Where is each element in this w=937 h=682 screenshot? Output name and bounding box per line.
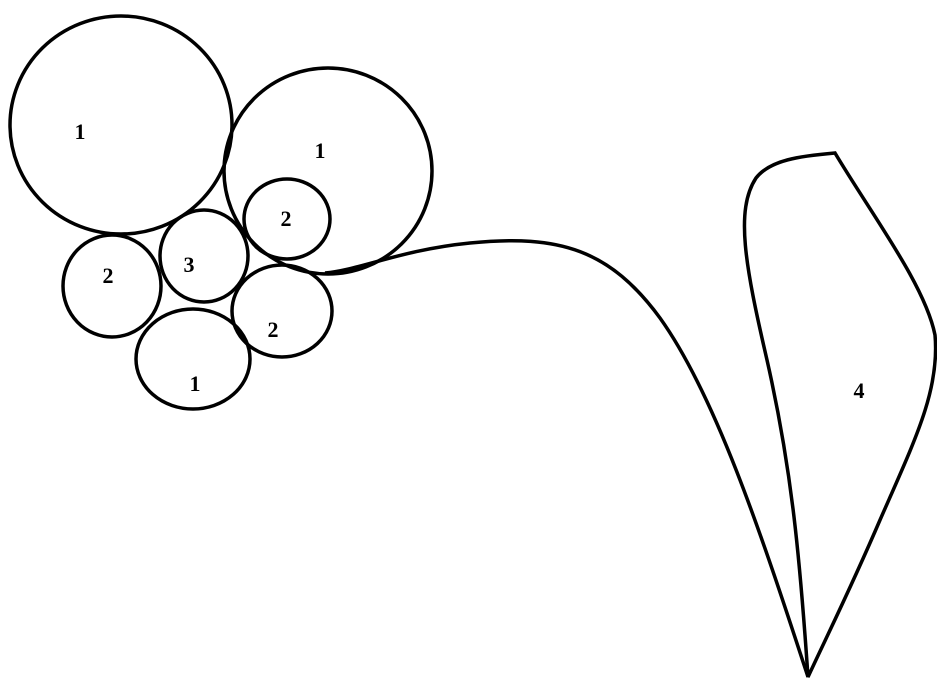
label-leaf: 4 bbox=[854, 378, 865, 403]
leaf bbox=[744, 153, 935, 677]
label-circle-top-right: 1 bbox=[315, 138, 326, 163]
label-circle-right-lower: 2 bbox=[268, 317, 279, 342]
circle-top-right bbox=[224, 68, 432, 274]
label-circle-left: 2 bbox=[103, 263, 114, 288]
circle-center bbox=[160, 210, 248, 302]
circle-top-left bbox=[10, 16, 232, 234]
label-circle-center: 3 bbox=[184, 252, 195, 277]
stem bbox=[325, 241, 808, 677]
label-circle-bottom: 1 bbox=[190, 371, 201, 396]
label-circle-inner-upper: 2 bbox=[281, 206, 292, 231]
label-circle-top-left: 1 bbox=[75, 119, 86, 144]
